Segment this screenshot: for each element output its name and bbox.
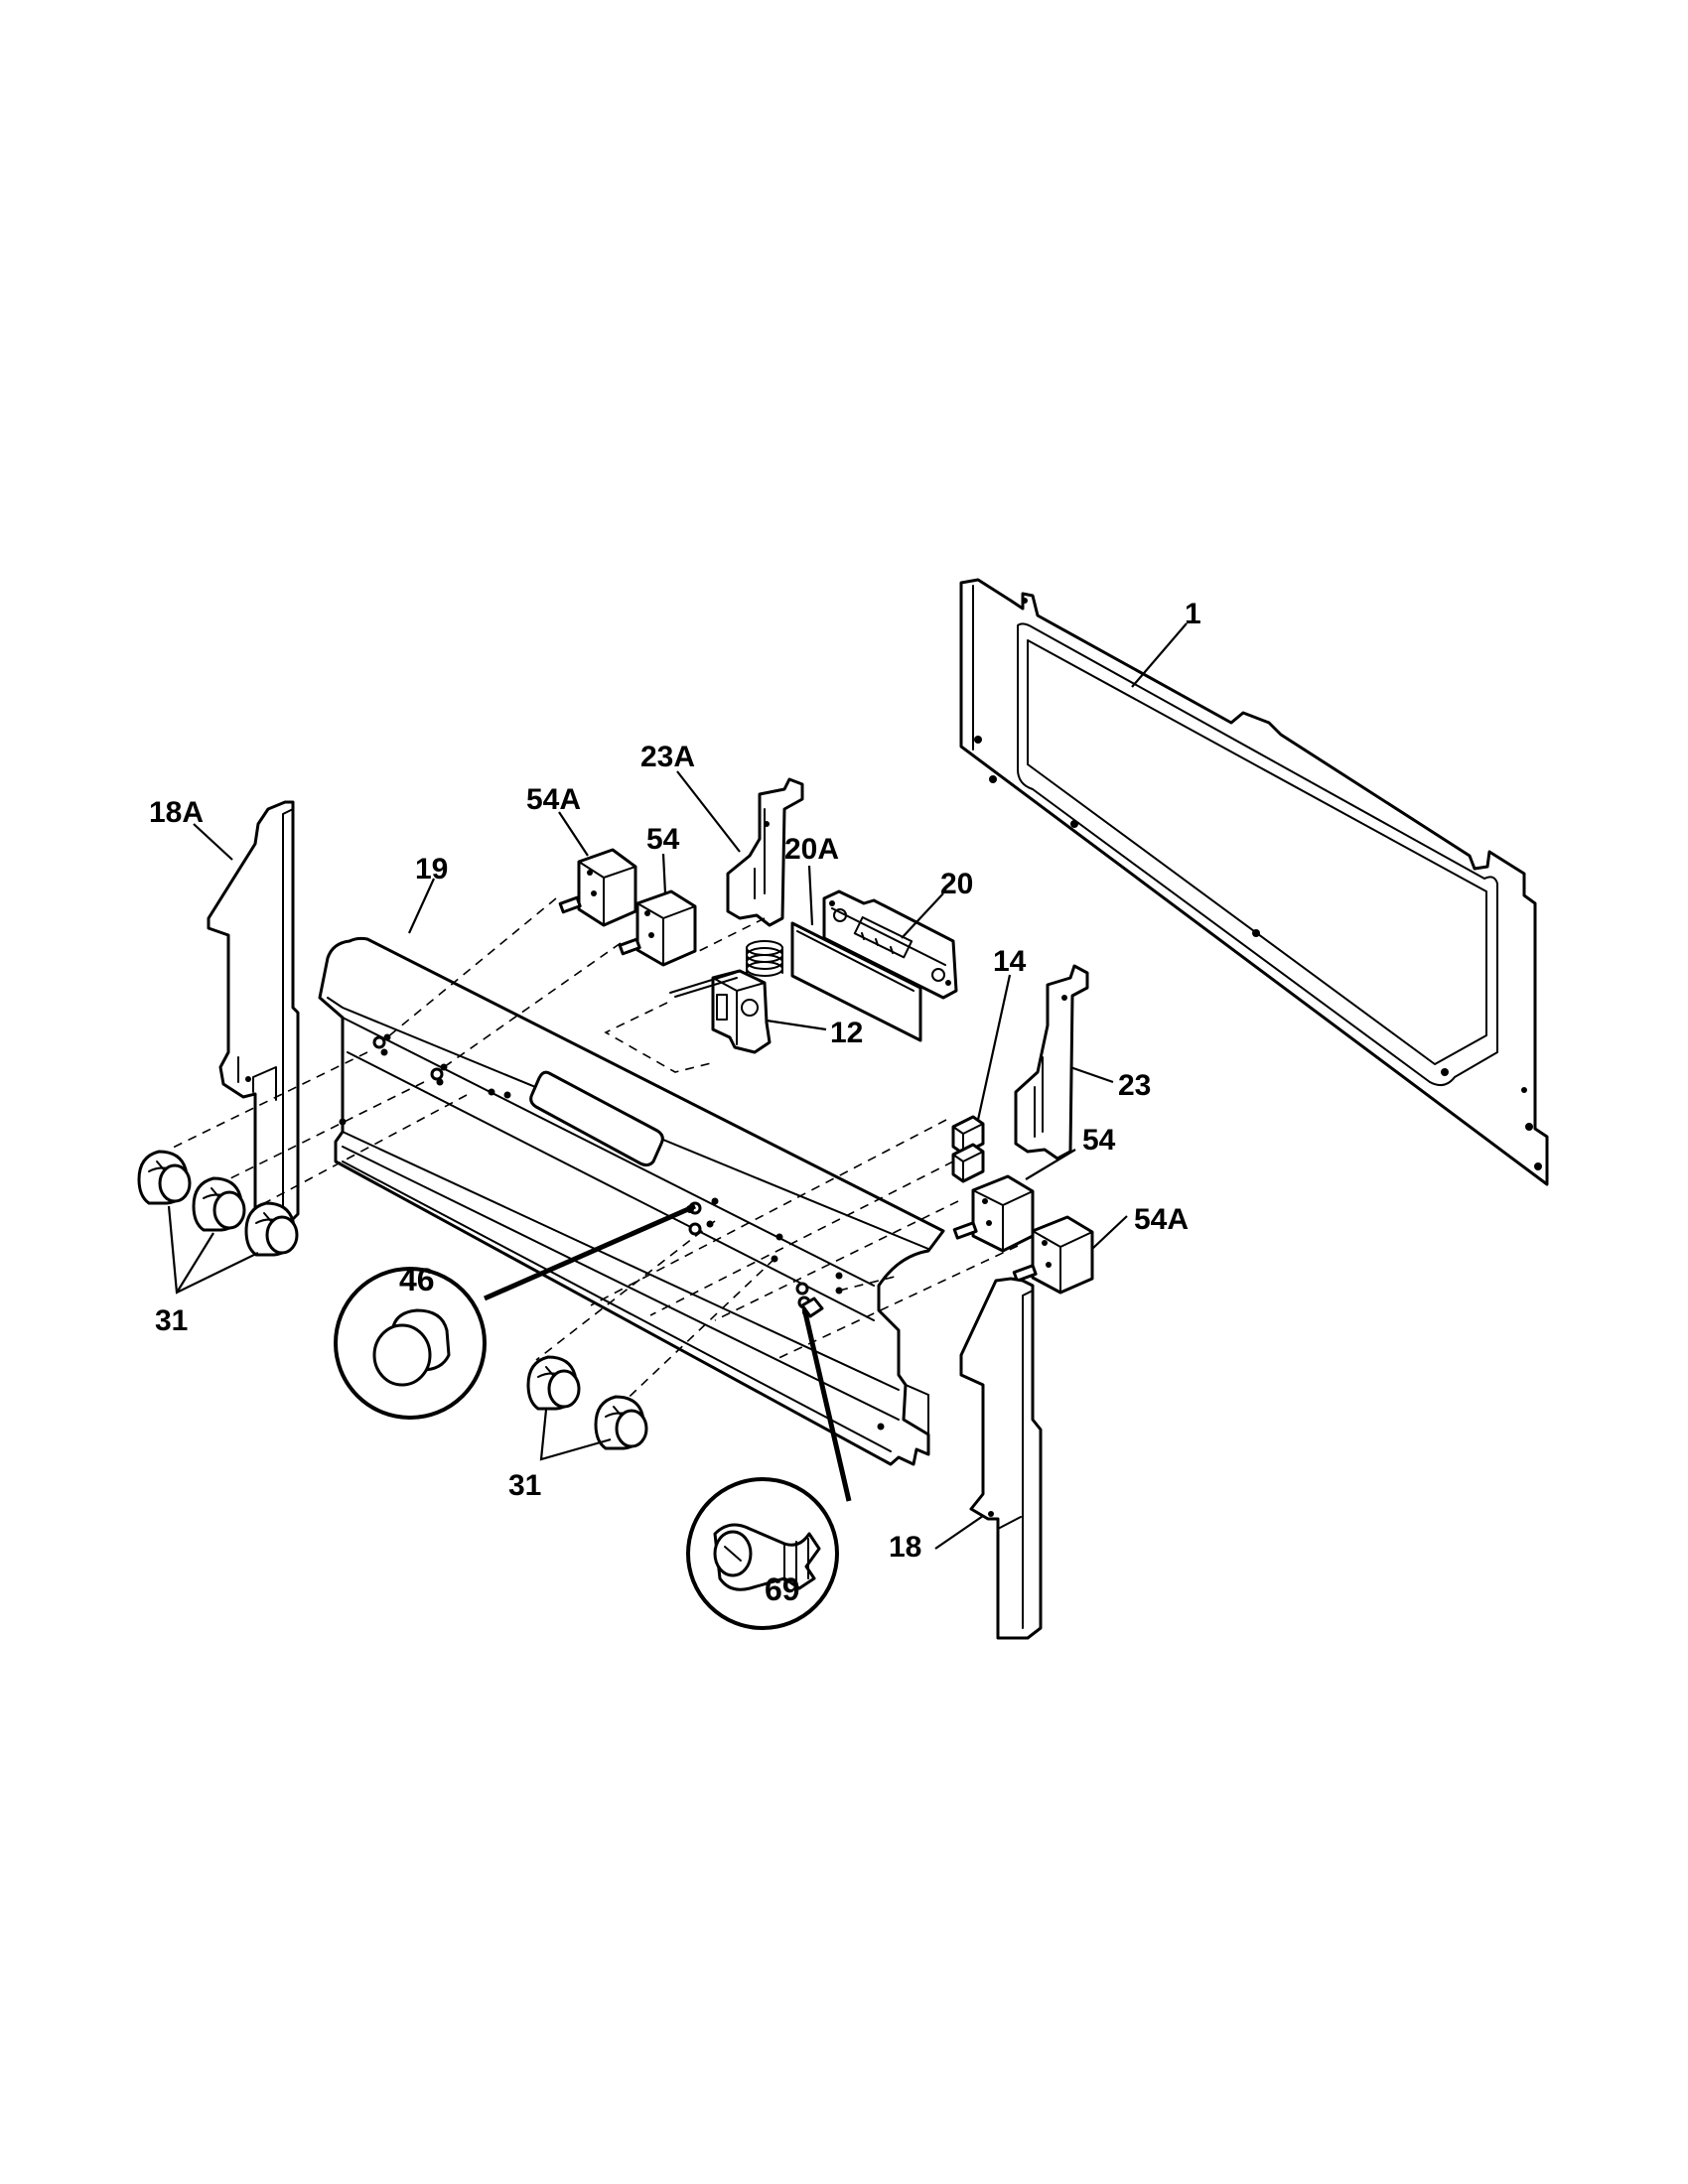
leader-54-top <box>661 853 667 894</box>
leader-20 <box>901 892 944 939</box>
knob-part-31-left-c <box>244 1201 299 1257</box>
callout-54-right: 54 <box>1082 1124 1116 1157</box>
screw-detail-part-69 <box>686 1297 839 1630</box>
detail-link-46 <box>483 1203 697 1301</box>
assembly-guide-lines <box>168 897 1019 1411</box>
leader-31-bottom <box>539 1409 612 1461</box>
switch-part-54-right <box>952 1174 1035 1253</box>
leader-18 <box>934 1515 984 1550</box>
detail-link-69 <box>801 1307 852 1502</box>
leader-1 <box>1131 622 1188 688</box>
leader-12 <box>766 1019 827 1031</box>
end-bracket-part-18A <box>207 800 300 1231</box>
callout-31-left: 31 <box>155 1304 188 1337</box>
callout-14: 14 <box>993 945 1027 978</box>
leader-23 <box>1069 1065 1114 1084</box>
callout-20A: 20A <box>784 833 839 866</box>
bracket-part-23A <box>726 777 804 927</box>
callout-69: 69 <box>765 1571 800 1607</box>
switch-part-54A-right <box>1012 1215 1094 1295</box>
callout-19: 19 <box>415 853 448 886</box>
callout-1: 1 <box>1185 598 1201 630</box>
knob-part-31-bottom-b <box>594 1395 648 1450</box>
callout-18A: 18A <box>149 796 204 829</box>
leader-14 <box>976 974 1012 1121</box>
callout-23A: 23A <box>640 741 695 773</box>
leader-18A <box>193 823 233 861</box>
knob-part-31-left-b <box>192 1176 246 1232</box>
leader-54A-top <box>558 811 589 857</box>
switch-part-14 <box>951 1115 985 1183</box>
callout-54-top: 54 <box>646 823 680 856</box>
callout-46: 46 <box>399 1262 435 1297</box>
leader-19 <box>407 878 436 934</box>
callout-31-bottom: 31 <box>508 1469 541 1502</box>
callout-18: 18 <box>889 1531 921 1564</box>
leader-54A-right <box>1091 1215 1128 1250</box>
thermostat-part-12 <box>669 940 783 1054</box>
bracket-part-23 <box>1014 964 1089 1160</box>
leader-31-left-mid <box>176 1232 214 1294</box>
button-detail-part-46 <box>334 1205 694 1420</box>
callout-23: 23 <box>1118 1069 1151 1102</box>
switch-part-54A-top <box>558 848 637 927</box>
knob-part-31-bottom-a <box>526 1355 581 1411</box>
callout-54A-top: 54A <box>526 783 581 816</box>
callout-12: 12 <box>830 1017 863 1049</box>
callout-54A-right: 54A <box>1134 1203 1189 1236</box>
leader-54-right <box>1025 1149 1076 1180</box>
switch-part-54-top <box>618 889 697 967</box>
end-bracket-part-18 <box>959 1277 1043 1640</box>
knob-part-31-left-a <box>137 1150 192 1205</box>
callout-20: 20 <box>940 868 973 900</box>
clock-board-part-20 <box>822 889 958 1000</box>
control-panel-part-19 <box>318 936 945 1466</box>
rear-panel-part-1 <box>959 578 1549 1186</box>
leader-20A <box>807 865 814 926</box>
leader-23A <box>676 770 741 853</box>
